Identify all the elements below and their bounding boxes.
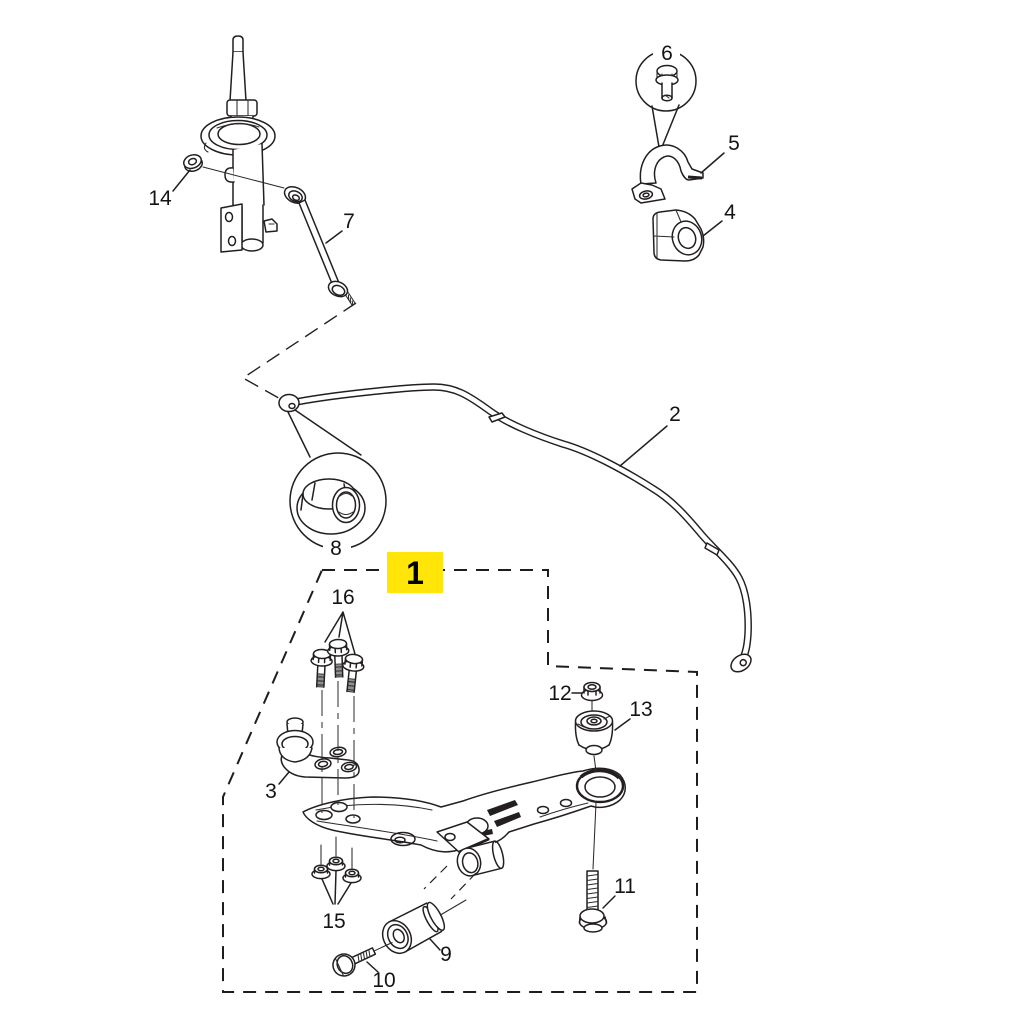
callout-6: 6: [661, 42, 673, 65]
highlighted-callout-1: 1: [387, 552, 443, 593]
link-to-bar-projection-line: [241, 302, 357, 402]
mounting-nuts-figure: [311, 836, 362, 905]
callout-11: 11: [614, 875, 636, 898]
front-bushing-figure: [381, 901, 446, 955]
stabilizer-link-figure: [283, 186, 356, 307]
arm-bushing-sleeve: [456, 840, 505, 877]
callout-5: 5: [728, 132, 740, 155]
lower-control-arm-figure: [278, 765, 626, 877]
callout-1: 1: [406, 555, 424, 591]
stabilizer-bushing-figure: [652, 209, 723, 262]
callout-8: 8: [330, 537, 342, 560]
link-mount-nut-figure: [172, 154, 285, 192]
stabilizer-bar-figure: [278, 383, 752, 673]
strut-assembly-figure: [200, 35, 278, 253]
assembly-boundary-box: [222, 569, 698, 993]
callout-3: 3: [265, 780, 277, 803]
clamp-bolt-balloon: [635, 36, 697, 148]
front-bushing-axis: [436, 899, 467, 918]
callout-14: 14: [148, 187, 172, 210]
callout-7: 7: [343, 210, 355, 233]
stabilizer-clamp-figure: [631, 144, 725, 204]
callout-15: 15: [322, 910, 345, 933]
rear-nut-figure: [571, 681, 604, 712]
callout-16: 16: [331, 586, 354, 609]
callout-4: 4: [724, 201, 736, 224]
callout-12: 12: [548, 682, 571, 705]
rear-bushing-figure: [574, 710, 631, 772]
callout-2: 2: [669, 403, 681, 426]
callout-1-highlight: [387, 552, 443, 593]
mounting-bolts-figure: [309, 611, 366, 818]
rear-bolt-figure: [578, 802, 616, 933]
front-bolt-figure: [332, 942, 393, 977]
callout-10: 10: [372, 969, 395, 992]
sleeve-to-bushing-projection: [423, 865, 477, 900]
callout-9: 9: [440, 943, 452, 966]
callout-13: 13: [629, 698, 652, 721]
link-nut-balloon: [287, 409, 387, 559]
ball-joint-figure: [276, 717, 360, 779]
